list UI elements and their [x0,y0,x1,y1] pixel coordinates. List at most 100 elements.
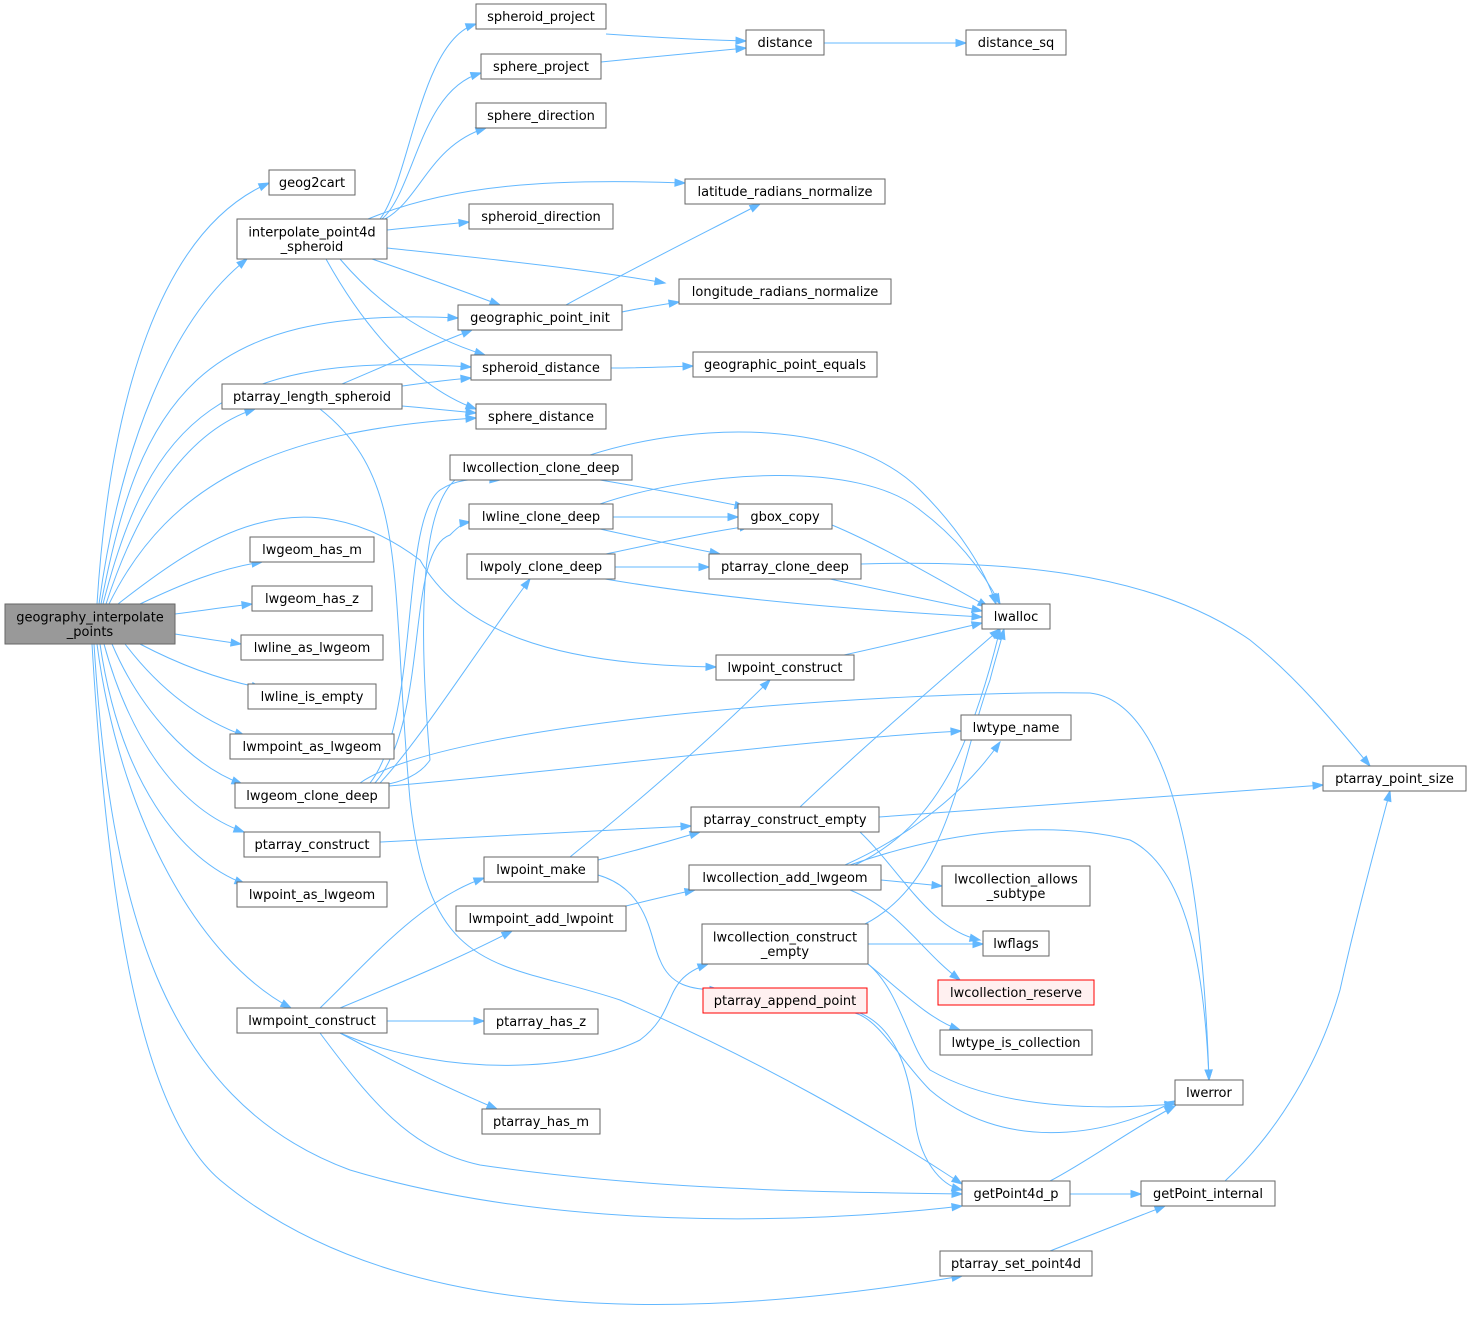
edge-lwpoly_clone_deep-to-lwalloc [604,578,984,621]
node-ptarray_point_size[interactable]: ptarray_point_size [1322,765,1467,792]
node-lwalloc[interactable]: lwalloc [981,603,1051,630]
node-ptarray_clone_deep[interactable]: ptarray_clone_deep [708,553,862,580]
arrowhead-icon [971,612,984,621]
node-lwline_is_empty[interactable]: lwline_is_empty [247,683,377,710]
node-spheroid_distance[interactable]: spheroid_distance [470,354,612,381]
node-lwgeom_has_m[interactable]: lwgeom_has_m [249,536,375,563]
node-lwmpoint_as_lwgeom[interactable]: lwmpoint_as_lwgeom [229,733,395,760]
edge-line [325,258,477,410]
arrowhead-icon [488,297,502,306]
node-lwcollection_construct_empty[interactable]: lwcollection_construct_empty [701,923,869,965]
node-lwtype_is_collection[interactable]: lwtype_is_collection [939,1029,1093,1056]
node-lwpoint_as_lwgeom[interactable]: lwpoint_as_lwgeom [236,881,388,908]
arrowhead-icon [705,662,718,672]
node-distance_sq[interactable]: distance_sq [965,29,1067,56]
arrowhead-icon [473,1016,486,1026]
node-sphere_direction[interactable]: sphere_direction [475,102,607,129]
arrowhead-icon [236,258,249,269]
arrowhead-icon [970,621,984,630]
node-box [240,634,384,661]
node-label: lwcollection_add_lwgeom [702,871,867,886]
node-box [708,553,862,580]
edge-line [103,643,245,833]
node-geographic_point_equals[interactable]: geographic_point_equals [692,351,878,378]
node-geography_interpolate_points[interactable]: geography_interpolate_points [4,603,176,645]
node-ptarray_has_m[interactable]: ptarray_has_m [481,1108,601,1135]
edge-line [859,1012,963,1191]
node-box [249,536,375,563]
arrowhead-icon [735,36,748,45]
node-getPoint_internal[interactable]: getPoint_internal [1140,1180,1276,1207]
node-latitude_radians_normalize[interactable]: latitude_radians_normalize [684,178,886,205]
node-lwgeom_has_z[interactable]: lwgeom_has_z [251,585,373,612]
arrowhead-icon [735,44,748,54]
edge-line [100,316,459,605]
arrowhead-icon [459,519,472,528]
node-label: lwflags [993,937,1039,952]
node-sphere_project[interactable]: sphere_project [480,53,602,80]
node-distance[interactable]: distance [745,29,825,56]
node-box [702,987,868,1014]
node-spheroid_project[interactable]: spheroid_project [475,3,607,30]
edge-line [1049,1205,1166,1252]
node-lwpoint_construct[interactable]: lwpoint_construct [715,654,855,681]
node-lwmpoint_add_lwpoint[interactable]: lwmpoint_add_lwpoint [455,905,627,932]
node-lwcollection_allows_subtype[interactable]: lwcollection_allows_subtype [941,865,1091,907]
node-lwpoly_clone_deep[interactable]: lwpoly_clone_deep [466,553,616,580]
node-box [715,654,855,681]
edge-line [117,516,717,668]
node-getPoint4d_p[interactable]: getPoint4d_p [961,1180,1071,1207]
node-lwcollection_add_lwgeom[interactable]: lwcollection_add_lwgeom [688,864,882,891]
node-lwline_clone_deep[interactable]: lwline_clone_deep [468,503,614,530]
edge-line [384,127,487,220]
node-box [457,304,623,331]
edge-lwgeom_clone_deep-to-lwtype_name [388,727,963,787]
edge-line [829,578,983,612]
node-label: _points [66,625,114,640]
node-lwmpoint_construct[interactable]: lwmpoint_construct [236,1007,388,1034]
node-box [688,864,882,891]
node-box [1322,765,1467,792]
arrowhead-icon [682,362,695,371]
node-gbox_copy[interactable]: gbox_copy [737,503,833,530]
node-ptarray_construct[interactable]: ptarray_construct [243,831,381,858]
node-spheroid_direction[interactable]: spheroid_direction [468,203,614,230]
arrowhead-icon [465,414,478,423]
edge-ptarray_length_spheroid-to-geographic_point_init [341,329,474,385]
node-interpolate_point4d_spheroid[interactable]: interpolate_point4d_spheroid [236,218,388,260]
edge-lwgeom_clone_deep-to-lwline_clone_deep [374,519,472,784]
node-box [243,831,381,858]
node-ptarray_length_spheroid[interactable]: ptarray_length_spheroid [221,383,403,410]
node-label: lwgeom_has_m [262,543,362,558]
node-geog2cart[interactable]: geog2cart [268,169,356,196]
node-label: lwerror [1186,1086,1232,1101]
edge-geography_interpolate_points-to-lwpoint_construct [117,516,718,672]
node-geographic_point_init[interactable]: geographic_point_init [457,304,623,331]
node-ptarray_construct_empty[interactable]: ptarray_construct_empty [690,806,880,833]
edge-distance-to-distance_sq [824,38,968,48]
node-label: lwpoint_as_lwgeom [249,888,375,903]
node-lwcollection_clone_deep[interactable]: lwcollection_clone_deep [449,454,633,481]
arrowhead-icon [1130,1189,1143,1199]
node-ptarray_has_z[interactable]: ptarray_has_z [483,1008,599,1035]
node-lwpoint_make[interactable]: lwpoint_make [483,856,599,883]
edge-lwmpoint_add_lwpoint-to-lwcollection_add_lwgeom [625,887,697,907]
node-lwcollection_reserve[interactable]: lwcollection_reserve [937,979,1095,1006]
edge-line [799,628,1001,808]
node-lwgeom_clone_deep[interactable]: lwgeom_clone_deep [234,782,390,809]
node-label: lwcollection_clone_deep [462,461,619,476]
node-lwerror[interactable]: lwerror [1174,1079,1244,1106]
node-lwflags[interactable]: lwflags [982,930,1050,957]
node-sphere_distance[interactable]: sphere_distance [475,403,607,430]
node-longitude_radians_normalize[interactable]: longitude_radians_normalize [678,278,892,305]
edge-interpolate_point4d_spheroid-to-spheroid_direction [386,218,471,231]
edge-line [341,329,473,385]
node-lwtype_name[interactable]: lwtype_name [960,714,1072,741]
node-lwline_as_lwgeom[interactable]: lwline_as_lwgeom [240,634,384,661]
node-ptarray_append_point[interactable]: ptarray_append_point [702,987,868,1014]
edge-line [371,258,501,306]
node-ptarray_set_point4d[interactable]: ptarray_set_point4d [939,1250,1093,1277]
node-label: lwcollection_construct [713,930,857,945]
arrowhead-icon [950,727,963,736]
node-box [475,102,607,129]
